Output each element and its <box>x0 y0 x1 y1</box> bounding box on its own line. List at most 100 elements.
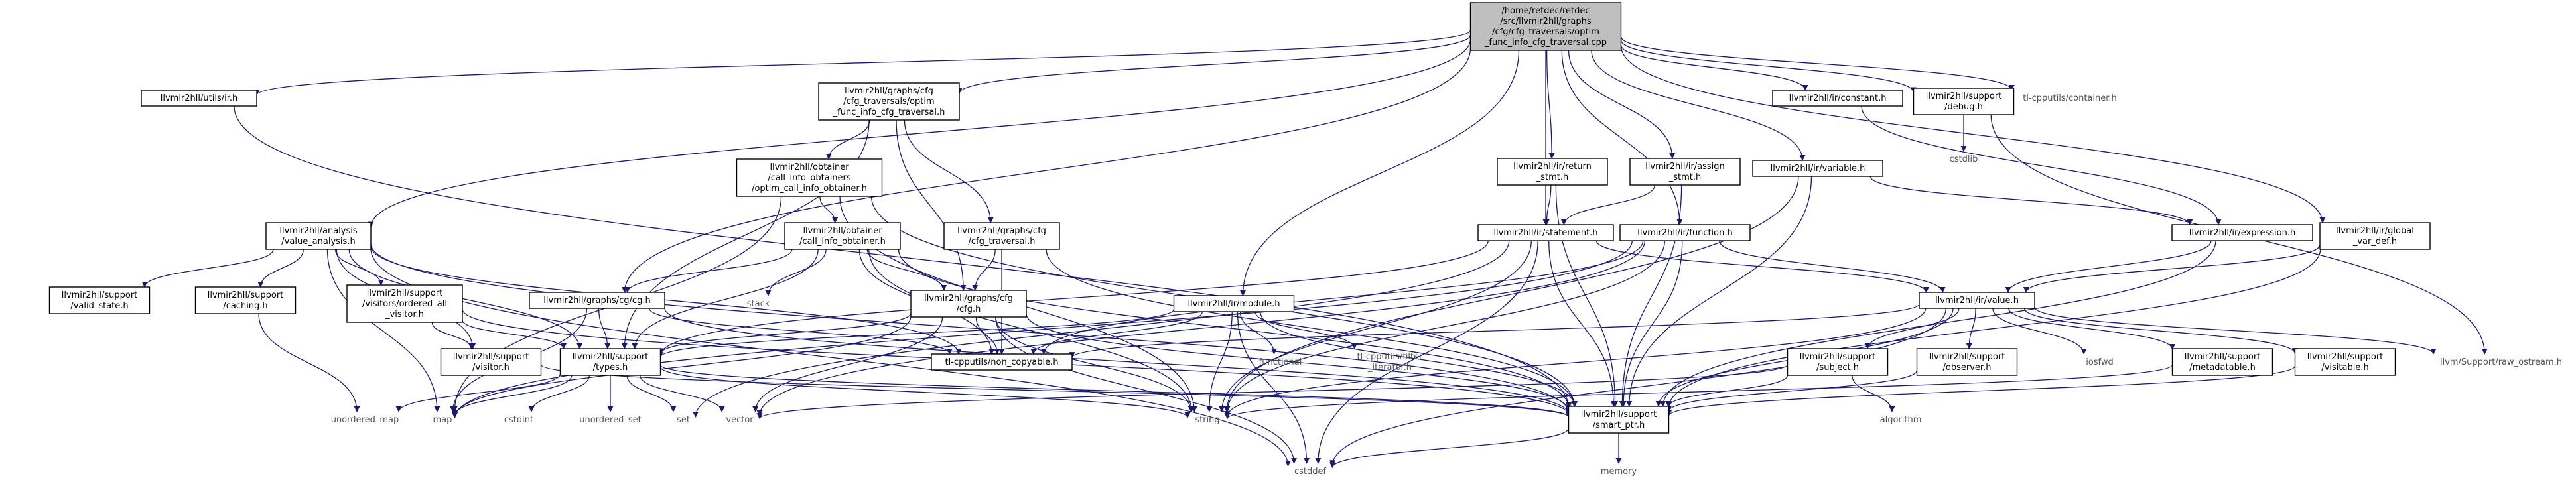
node-label-line: /call_info_obtainer.h <box>799 237 886 247</box>
edge-root-to-function <box>1561 50 1683 225</box>
node-label-line: llvmir2hll/ir/assign <box>1645 162 1725 172</box>
node-caching[interactable]: llvmir2hll/support/caching.h <box>194 286 297 314</box>
node-label-line: /smart_ptr.h <box>1593 420 1645 430</box>
node-assign[interactable]: llvmir2hll/ir/assign_stmt.h <box>1629 158 1741 186</box>
edge-call-info-to-stack <box>765 249 827 296</box>
node-metadatable[interactable]: llvmir2hll/support/metadatable.h <box>2171 348 2273 376</box>
node-ordered-all[interactable]: llvmir2hll/support/visitors/ordered_all_… <box>346 284 463 323</box>
node-box <box>1787 348 1889 376</box>
node-root[interactable]: /home/retdec/retdec/src/llvmir2hll/graph… <box>1469 2 1622 51</box>
node-types[interactable]: llvmir2hll/support/types.h <box>559 348 661 376</box>
edge-module-to-filter-iter <box>1254 311 1358 349</box>
node-valid-state[interactable]: llvmir2hll/support/valid_state.h <box>48 286 151 314</box>
node-label-line: llvmir2hll/support <box>62 290 138 300</box>
node-function[interactable]: llvmir2hll/ir/function.h <box>1619 224 1751 241</box>
node-value-analysis[interactable]: llvmir2hll/analysis/value_analysis.h <box>265 222 372 250</box>
node-box <box>48 286 151 314</box>
node-memory: memory <box>1601 467 1637 477</box>
node-label-line: /valid_state.h <box>70 301 128 311</box>
node-visitable[interactable]: llvmir2hll/support/visitable.h <box>2294 348 2396 376</box>
node-smart-ptr[interactable]: llvmir2hll/support/smart_ptr.h <box>1568 406 1670 434</box>
node-cg-h[interactable]: llvmir2hll/graphs/cg/cg.h <box>529 292 665 309</box>
edge-root-to-variable <box>1591 50 1806 161</box>
node-label-line: llvmir2hll/obtainer <box>803 226 882 236</box>
node-box <box>2171 348 2273 376</box>
node-variable[interactable]: llvmir2hll/ir/variable.h <box>1752 160 1883 177</box>
node-obt-optim[interactable]: llvmir2hll/obtainer/call_info_obtainers/… <box>736 158 883 197</box>
edge-types-to-map <box>451 375 573 416</box>
node-box <box>1919 292 2035 309</box>
node-utils-ir[interactable]: llvmir2hll/utils/ir.h <box>141 90 257 107</box>
node-box <box>1568 406 1670 434</box>
node-label-line: /cfg_traversals/optim <box>843 97 934 107</box>
node-label-line: /cfg.h <box>957 304 981 314</box>
node-label-line: /observer.h <box>1943 363 1992 373</box>
node-module[interactable]: llvmir2hll/ir/module.h <box>1173 295 1295 312</box>
node-label-line: /visitable.h <box>2321 363 2368 373</box>
node-label-line: stack <box>747 299 770 309</box>
node-label-line: llvmir2hll/analysis <box>279 226 358 236</box>
node-label-line: llvmir2hll/obtainer <box>770 162 849 172</box>
edge-statement-to-cstddef <box>1315 240 1538 464</box>
edge-variable-to-string <box>1223 176 1799 412</box>
node-constant[interactable]: llvmir2hll/ir/constant.h <box>1772 90 1903 107</box>
edge-cfg-traversal-to-smart-ptr <box>1046 249 1578 407</box>
node-non-copyable[interactable]: tl-cpputils/non_copyable.h <box>931 353 1073 371</box>
edge-value-analysis-to-caching <box>257 249 304 288</box>
node-box <box>265 222 372 250</box>
node-label-line: llvmir2hll/support <box>453 352 529 362</box>
node-label-line: llvmir2hll/support <box>573 352 649 362</box>
edge-constant-to-expression <box>1861 105 2222 225</box>
node-statement[interactable]: llvmir2hll/ir/statement.h <box>1477 224 1614 241</box>
node-debug[interactable]: llvmir2hll/support/debug.h <box>1913 88 2015 115</box>
node-label-line: /value_analysis.h <box>281 237 355 247</box>
edge-cfg-h-to-types <box>657 312 912 355</box>
edge-types-to-set <box>626 375 677 412</box>
node-cstdlib: cstdlib <box>1950 154 1978 164</box>
node-expression[interactable]: llvmir2hll/ir/expression.h <box>2171 224 2313 241</box>
edge-module-to-smart-ptr <box>1260 311 1578 407</box>
node-ret[interactable]: llvmir2hll/ir/return_stmt.h <box>1497 158 1608 186</box>
node-visitor[interactable]: llvmir2hll/support/visitor.h <box>440 348 542 376</box>
edge-function-to-non-copyable <box>1040 240 1644 355</box>
node-box <box>910 290 1027 318</box>
edge-types-to-string <box>659 367 1191 419</box>
node-subject[interactable]: llvmir2hll/support/subject.h <box>1787 348 1889 376</box>
node-box <box>1619 224 1751 241</box>
edge-ordered-all-to-types <box>462 320 567 349</box>
edge-assign-to-smart-ptr <box>1619 184 1682 407</box>
node-label-line: cstdint <box>504 415 533 425</box>
node-label-line: tl-cpputils/filter <box>1357 352 1423 362</box>
node-box <box>1497 158 1608 186</box>
node-label-line: _stmt.h <box>1668 172 1702 182</box>
node-observer[interactable]: llvmir2hll/support/observer.h <box>1916 348 2018 376</box>
node-box <box>1913 88 2015 115</box>
edge-value-to-subject <box>1864 308 1960 349</box>
edge-cfg-h-to-string <box>995 316 1194 412</box>
node-label-line: unordered_set <box>579 415 641 425</box>
node-label-line: /types.h <box>593 363 628 373</box>
node-call-info[interactable]: llvmir2hll/obtainer/call_info_obtainer.h <box>784 222 901 250</box>
node-box <box>1629 158 1741 186</box>
nodes: /home/retdec/retdec/src/llvmir2hll/graph… <box>48 2 2562 477</box>
node-value[interactable]: llvmir2hll/ir/value.h <box>1919 292 2035 309</box>
node-box <box>1477 224 1614 241</box>
edge-global-var-to-value <box>2023 245 2321 293</box>
edge-variable-to-expression <box>1869 176 2193 225</box>
node-box <box>346 284 463 323</box>
node-cfg-traversal[interactable]: llvmir2hll/graphs/cfg/cfg_traversal.h <box>943 222 1060 250</box>
edge-value-to-cstddef <box>1329 308 1946 467</box>
node-label-line: /call_info_obtainers <box>768 173 851 183</box>
node-optim-h[interactable]: llvmir2hll/graphs/cfg/cfg_traversals/opt… <box>818 82 960 121</box>
edge-root-to-container <box>1620 36 2015 91</box>
node-global-var[interactable]: llvmir2hll/ir/global_var_def.h <box>2319 222 2431 250</box>
node-label-line: llvmir2hll/graphs/cg/cg.h <box>543 296 650 306</box>
node-box <box>1469 2 1622 51</box>
node-label-line: llvmir2hll/ir/return <box>1513 162 1592 172</box>
node-label-line: llvmir2hll/ir/global <box>2336 226 2414 236</box>
node-box <box>931 353 1073 371</box>
edges <box>141 30 2488 469</box>
node-cfg-h[interactable]: llvmir2hll/graphs/cfg/cfg.h <box>910 290 1027 318</box>
node-label-line: /visitors/ordered_all <box>362 299 447 309</box>
edge-types-to-vector <box>640 375 725 412</box>
